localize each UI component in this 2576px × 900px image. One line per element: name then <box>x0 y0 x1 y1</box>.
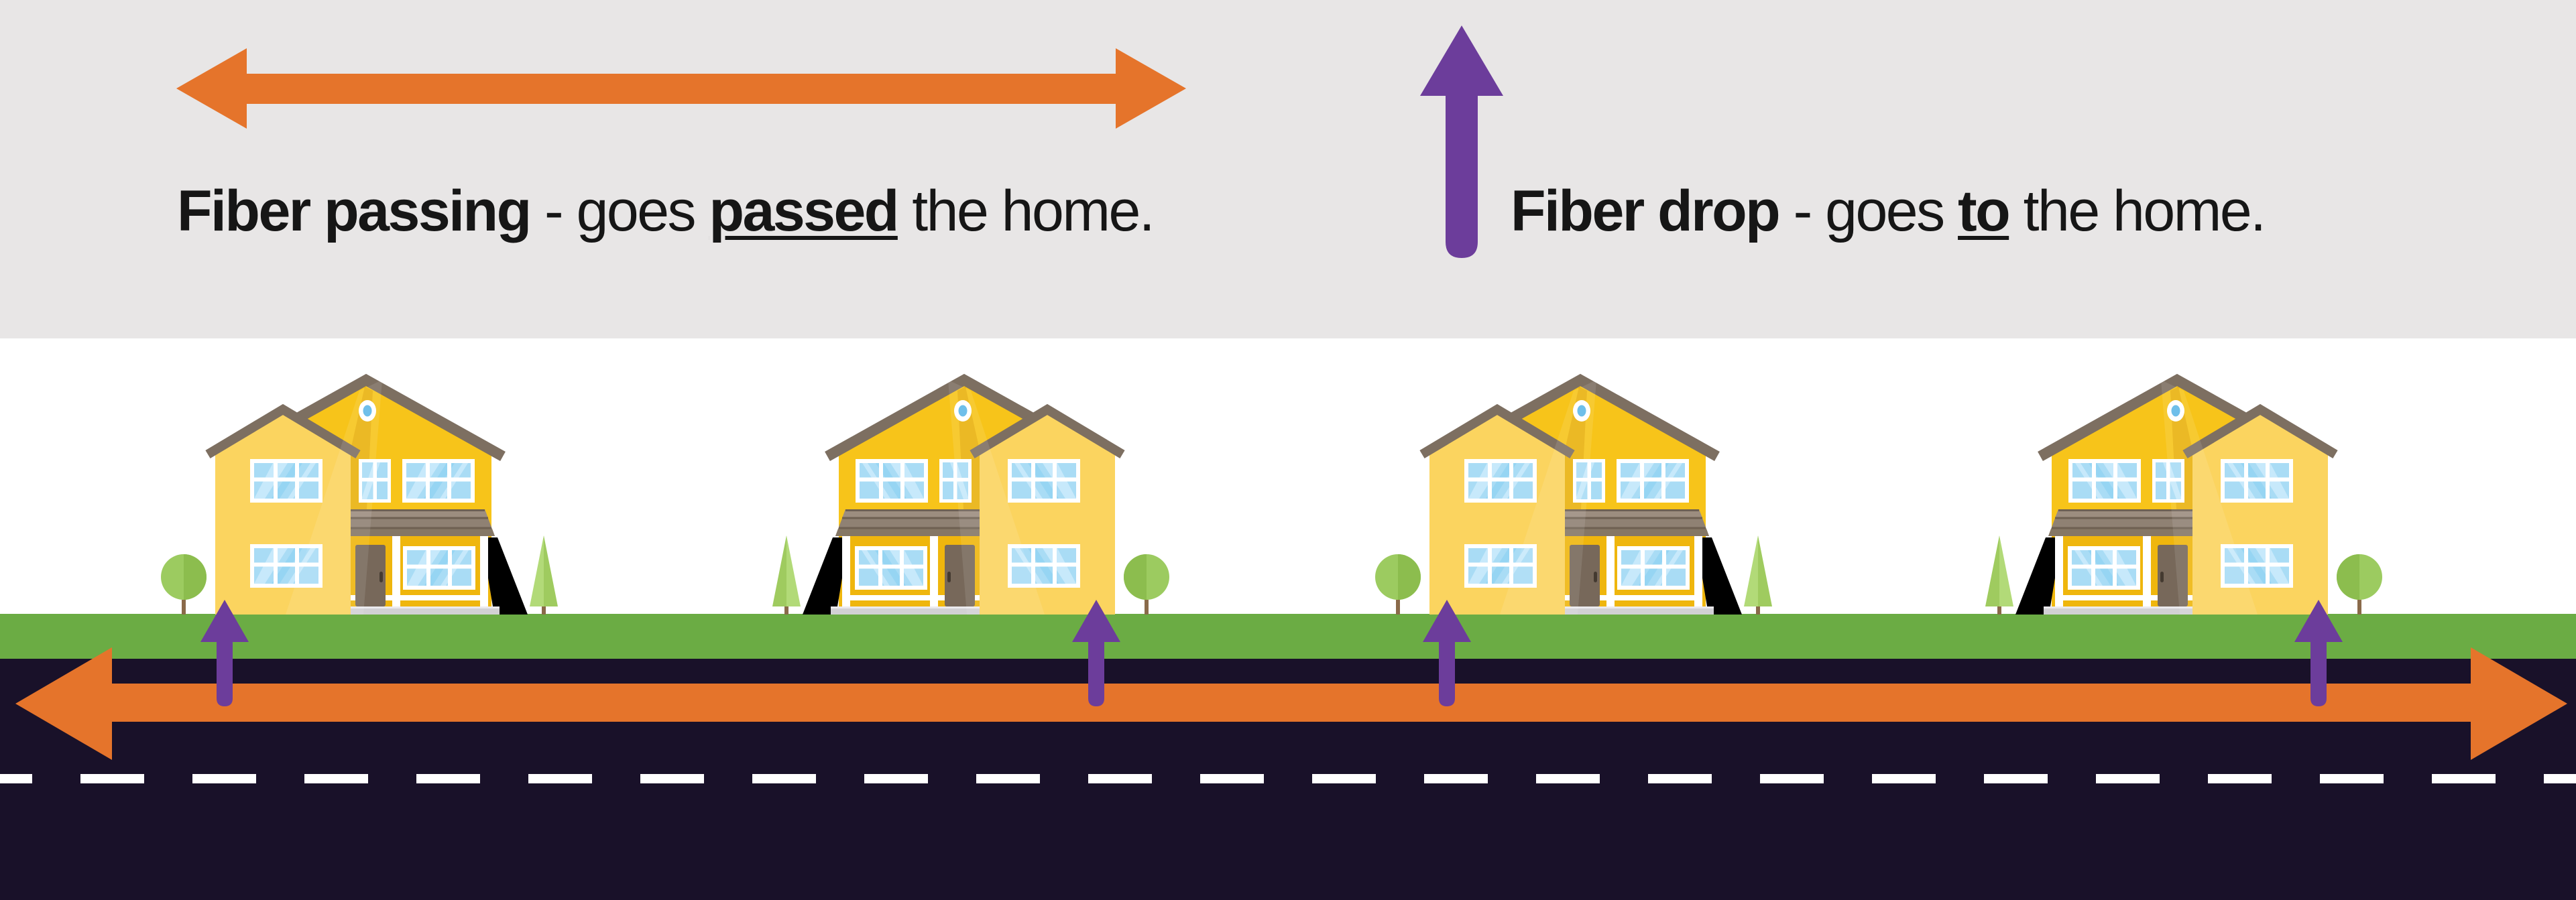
fiber-passing-tail-text: the home. <box>897 179 1155 243</box>
fiber-drop-tail-text: the home. <box>2009 179 2266 243</box>
fiber-passing-term: Fiber passing <box>177 179 532 243</box>
fiber-passing-mid-text: - goes <box>530 179 709 243</box>
fiber-drop-arrow-house-3-icon <box>1423 600 1471 706</box>
road-center-dashed-line <box>0 774 2576 783</box>
fiber-passing-caption: Fiber passing - goes passed the home. <box>177 179 1155 243</box>
fiber-passing-emphasis: passed <box>709 179 899 243</box>
legend-band: Fiber passing - goes passed the home. Fi… <box>0 0 2576 338</box>
grass-strip <box>0 614 2576 659</box>
fiber-drop-caption: Fiber drop - goes to the home. <box>1511 179 2266 243</box>
fiber-drop-emphasis: to <box>1958 179 2011 243</box>
fiber-drop-term: Fiber drop <box>1511 179 1781 243</box>
house-3 <box>1375 373 1777 615</box>
road-fiber-passing-double-arrow-icon <box>15 647 2567 760</box>
fiber-drop-up-arrow-icon <box>1420 25 1503 258</box>
fiber-drop-mid-text: - goes <box>1779 179 1958 243</box>
fiber-drop-arrow-house-2-icon <box>1072 600 1120 706</box>
fiber-drop-arrow-house-4-icon <box>2294 600 2343 706</box>
house-2 <box>767 373 1169 615</box>
house-4 <box>1980 373 2382 615</box>
fiber-passing-double-arrow-icon <box>176 48 1186 129</box>
fiber-drop-arrow-house-1-icon <box>200 600 249 706</box>
house-1 <box>161 373 563 615</box>
